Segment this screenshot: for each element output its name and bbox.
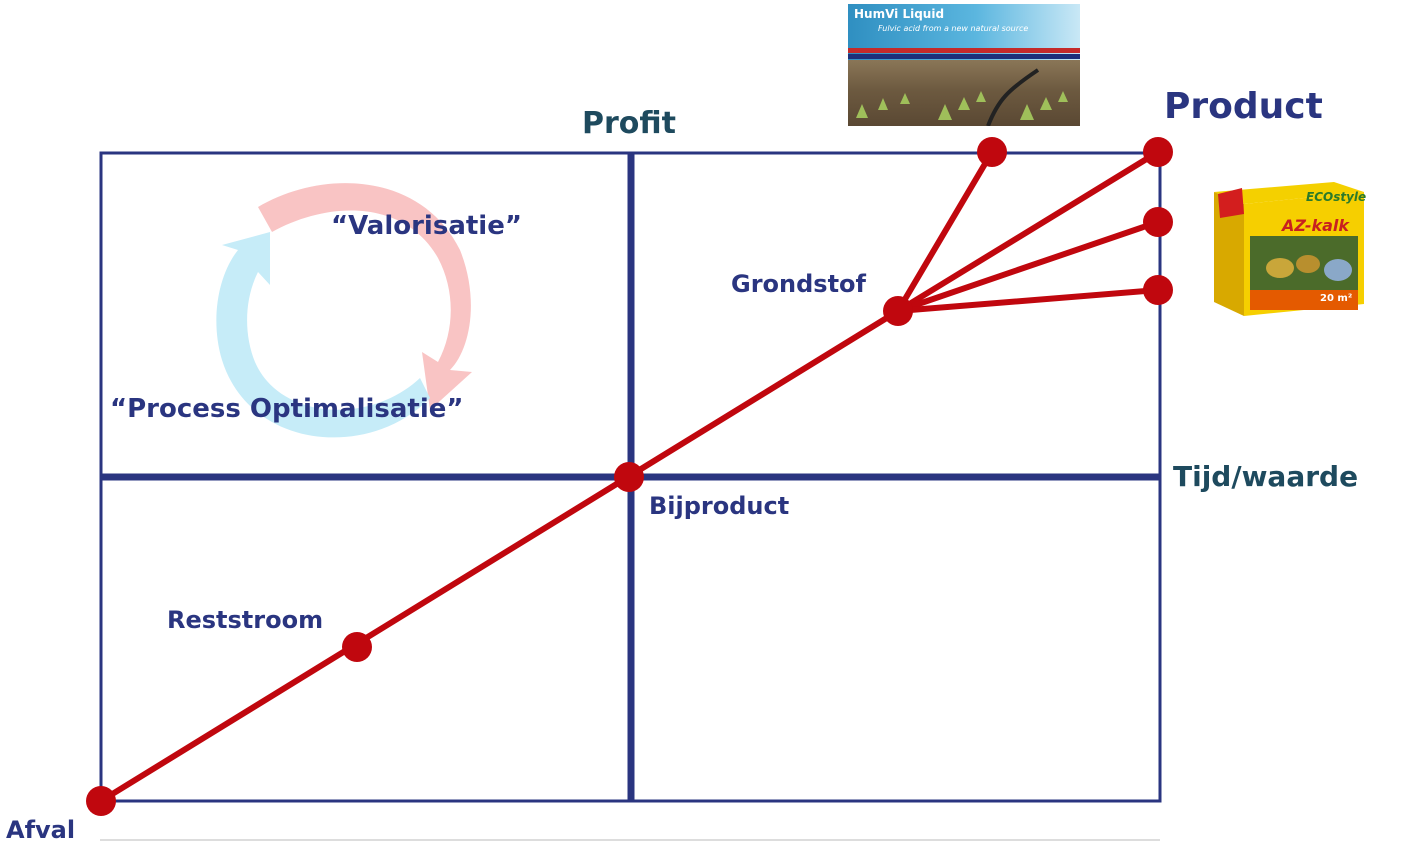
path-branch-4 [895,287,1161,314]
node-product-humvi [977,137,1007,167]
azkalk-box-image: ECOstyle AZ-kalk 20 m² [1210,178,1366,318]
path-branch-1 [895,149,995,314]
path-branch-2 [895,149,1161,314]
node-product-low [1143,275,1173,305]
label-afval: Afval [6,816,76,844]
path-branch-3 [895,219,1161,314]
azkalk-brand: ECOstyle [1306,190,1367,204]
path-nodes [86,137,1173,816]
azkalk-product-name: AZ-kalk [1282,216,1350,235]
azkalk-badge: 20 m² [1320,293,1353,304]
node-grondstof [883,296,913,326]
process-optimalisatie-arrow [216,232,430,438]
node-bijproduct [614,462,644,492]
label-valorisatie: “Valorisatie” [331,211,522,241]
humvi-blue-stripe [848,54,1080,59]
node-afval [86,786,116,816]
valorisatie-arrow [258,183,472,410]
label-grondstof: Grondstof [731,270,866,298]
value-path [98,149,1161,804]
humvi-liquid-image: HumVi Liquid Fulvic acid from a new natu… [848,4,1080,126]
label-product: Product [1164,86,1323,127]
humvi-subtitle: Fulvic acid from a new natural source [878,24,1029,33]
path-main-line [98,308,901,804]
crop-rows [856,68,1068,126]
label-process-optimalisatie: “Process Optimalisatie” [110,394,464,424]
humvi-field-photo [848,60,1080,126]
label-tijd-waarde: Tijd/waarde [1173,460,1359,493]
cycle-arrows [216,183,472,438]
azkalk-box-drawing [1214,182,1364,316]
humvi-title: HumVi Liquid [854,7,945,21]
node-product-mid [1143,207,1173,237]
humvi-red-stripe [848,48,1080,53]
node-reststroom [342,632,372,662]
label-profit: Profit [582,106,676,141]
label-bijproduct: Bijproduct [649,492,790,520]
label-reststroom: Reststroom [167,606,324,634]
node-product-top [1143,137,1173,167]
